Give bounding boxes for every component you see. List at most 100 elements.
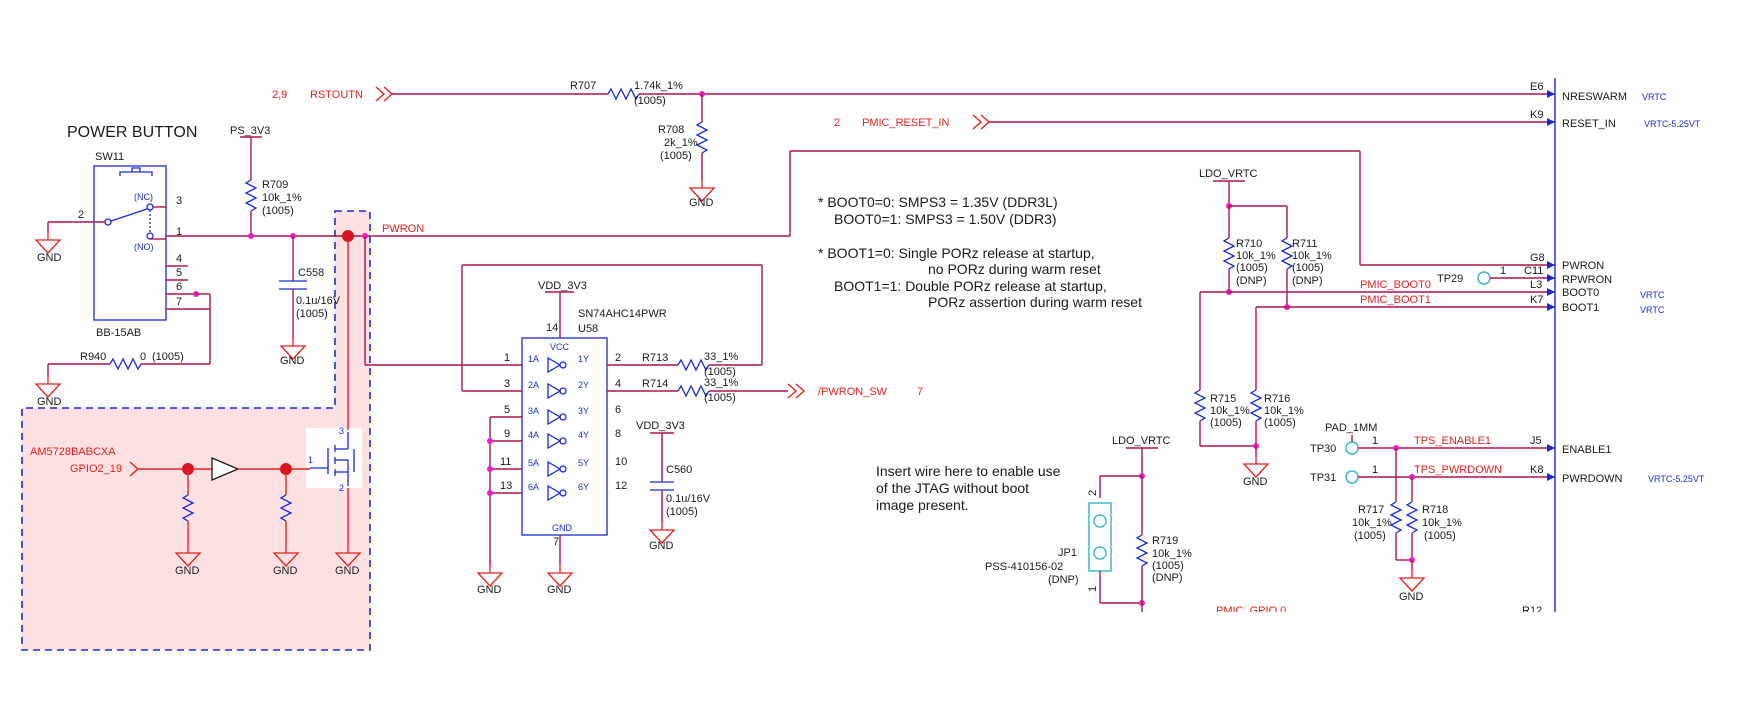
u58-in-pin-11: 11 bbox=[500, 456, 511, 468]
r713-ref: R713 bbox=[642, 352, 668, 364]
c560-pkg: (1005) bbox=[666, 506, 698, 518]
r716-value: 10k_1% bbox=[1264, 405, 1304, 417]
u58-in-pin-9: 9 bbox=[504, 428, 510, 440]
r717-symbol bbox=[1389, 501, 1403, 534]
pwron-net-label: PWRON bbox=[382, 223, 424, 235]
r709-ref: R709 bbox=[262, 179, 288, 191]
pmic-pin-pwrdown: PWRDOWN bbox=[1562, 473, 1623, 485]
pmic-pin-nreswarm: NRESWARM bbox=[1562, 91, 1627, 103]
note-boot1-line4: PORz assertion during warm reset bbox=[928, 294, 1142, 310]
r940-pkg: (1005) bbox=[152, 351, 184, 363]
r718-ref: R718 bbox=[1422, 504, 1448, 516]
mosfet-highlight bbox=[306, 428, 362, 488]
r715-value: 10k_1% bbox=[1210, 405, 1250, 417]
note-boot1-line3: BOOT1=1: Double PORz release at startup, bbox=[834, 278, 1107, 294]
ldo-vrtc-label-bottom: LDO_VRTC bbox=[1112, 435, 1171, 447]
note-boot1-line1: * BOOT1=0: Single PORz release at startu… bbox=[818, 245, 1095, 261]
sw11-pin-1: 1 bbox=[176, 226, 182, 238]
pmic-ball-k7: K7 bbox=[1530, 294, 1543, 306]
tp29-pad bbox=[1477, 271, 1491, 285]
u58-out-name-4y: 4Y bbox=[578, 430, 589, 440]
tps-pwrdown-net-label: TPS_PWRDOWN bbox=[1414, 464, 1502, 476]
jp1-ref: JP1 bbox=[1058, 547, 1077, 559]
r716-pkg: (1005) bbox=[1264, 417, 1296, 429]
tp30-pad bbox=[1345, 441, 1359, 455]
mosfet-gnd-label: GND bbox=[335, 565, 360, 577]
u58-out-name-6y: 6Y bbox=[578, 482, 589, 492]
r714-pkg: (1005) bbox=[704, 392, 736, 404]
r940-gnd-label: GND bbox=[37, 396, 62, 408]
u58-gates bbox=[547, 356, 567, 502]
r709-symbol bbox=[244, 179, 258, 212]
pulldown1-gnd-label: GND bbox=[175, 565, 200, 577]
u58-in-pin-5: 5 bbox=[504, 404, 510, 416]
pmic-ball-j5: J5 bbox=[1530, 435, 1542, 447]
c560-gnd-label: GND bbox=[649, 540, 674, 552]
r708-pkg: (1005) bbox=[660, 150, 692, 162]
u58-in-name-6a: 6A bbox=[528, 482, 539, 492]
u58-body bbox=[521, 337, 608, 536]
r707-value: 1.74k_1% bbox=[634, 80, 683, 92]
r717-value: 10k_1% bbox=[1352, 517, 1392, 529]
note-jtag-line2: of the JTAG without boot bbox=[876, 480, 1029, 496]
r708-ref: R708 bbox=[658, 124, 684, 136]
svg-text:3: 3 bbox=[339, 426, 344, 436]
pmic-ball-l3: L3 bbox=[1530, 279, 1542, 291]
soc-part-number: AM5728BABCXA bbox=[30, 446, 116, 458]
svg-text:1: 1 bbox=[308, 455, 313, 465]
jp1-pin1: 1 bbox=[1087, 586, 1099, 592]
r710-pkg: (1005) bbox=[1236, 262, 1268, 274]
r709-pkg: (1005) bbox=[262, 205, 294, 217]
sw11-gnd-label: GND bbox=[37, 252, 62, 264]
sw11-pin-4: 4 bbox=[176, 253, 182, 265]
r711-ref: R711 bbox=[1292, 238, 1317, 250]
pmic-boot1-net-label: PMIC_BOOT1 bbox=[1360, 294, 1431, 306]
u58-out-pin-2: 2 bbox=[615, 352, 621, 364]
mosfet-symbol: 3 1 2 bbox=[308, 426, 355, 493]
r707-ref: R707 bbox=[570, 80, 596, 92]
rstoutn-offpage-arrow bbox=[375, 86, 394, 102]
r940-value: 0 bbox=[140, 351, 146, 363]
u58-in-pin-1: 1 bbox=[504, 352, 510, 364]
note-boot0-line2: BOOT0=1: SMPS3 = 1.50V (DDR3) bbox=[834, 211, 1057, 227]
c558-gnd-label: GND bbox=[280, 355, 305, 367]
u58-out-name-2y: 2Y bbox=[578, 380, 589, 390]
r718-symbol bbox=[1405, 501, 1419, 534]
u58-out-pin-8: 8 bbox=[615, 428, 621, 440]
r718-value: 10k_1% bbox=[1422, 517, 1462, 529]
r716-ref: R716 bbox=[1264, 393, 1290, 405]
u58-vcc-label: VCC bbox=[550, 342, 570, 352]
u58-vdd-label: VDD_3V3 bbox=[538, 280, 587, 292]
boot-pulldown-gnd-label: GND bbox=[1243, 476, 1268, 488]
pmic-pin-arrows bbox=[1547, 90, 1555, 481]
pmic-reset-arrow bbox=[972, 114, 991, 130]
r715-ref: R715 bbox=[1210, 393, 1236, 405]
sw11-ref: SW11 bbox=[95, 151, 124, 163]
r719-pkg: (1005) bbox=[1152, 560, 1184, 572]
u58-in-pin-3: 3 bbox=[504, 378, 510, 390]
pmic-reset-sheet-ref: 2 bbox=[834, 117, 840, 129]
u58-out-pin-10: 10 bbox=[615, 456, 627, 468]
tp31-pad bbox=[1345, 470, 1359, 484]
r714-ref: R714 bbox=[642, 378, 668, 390]
u58-ref: U58 bbox=[578, 323, 598, 335]
tps-enable1-net-label: TPS_ENABLE1 bbox=[1414, 435, 1491, 447]
r709-value: 10k_1% bbox=[262, 192, 302, 204]
pulldown2-gnd-label: GND bbox=[273, 565, 298, 577]
pmic-domain-boot1: VRTC bbox=[1640, 305, 1665, 315]
u58-out-pin-12: 12 bbox=[615, 480, 627, 492]
pmic-domain-nreswarm: VRTC bbox=[1642, 92, 1667, 102]
sw11-part-number: BB-15AB bbox=[96, 327, 141, 339]
tp30-label: TP30 bbox=[1310, 443, 1336, 455]
buffer-symbol bbox=[211, 457, 240, 481]
jp1-part: PSS-410156-02 bbox=[985, 561, 1063, 573]
r711-symbol bbox=[1280, 237, 1294, 270]
sw11-no-label: (NO) bbox=[134, 242, 154, 252]
r710-symbol bbox=[1222, 237, 1236, 270]
pmic-reset-net-label: PMIC_RESET_IN bbox=[862, 117, 949, 129]
u58-out-name-1y: 1Y bbox=[578, 354, 589, 364]
r710-ref: R710 bbox=[1236, 238, 1262, 250]
r719-symbol bbox=[1135, 534, 1149, 567]
c560-vdd-label: VDD_3V3 bbox=[636, 420, 685, 432]
